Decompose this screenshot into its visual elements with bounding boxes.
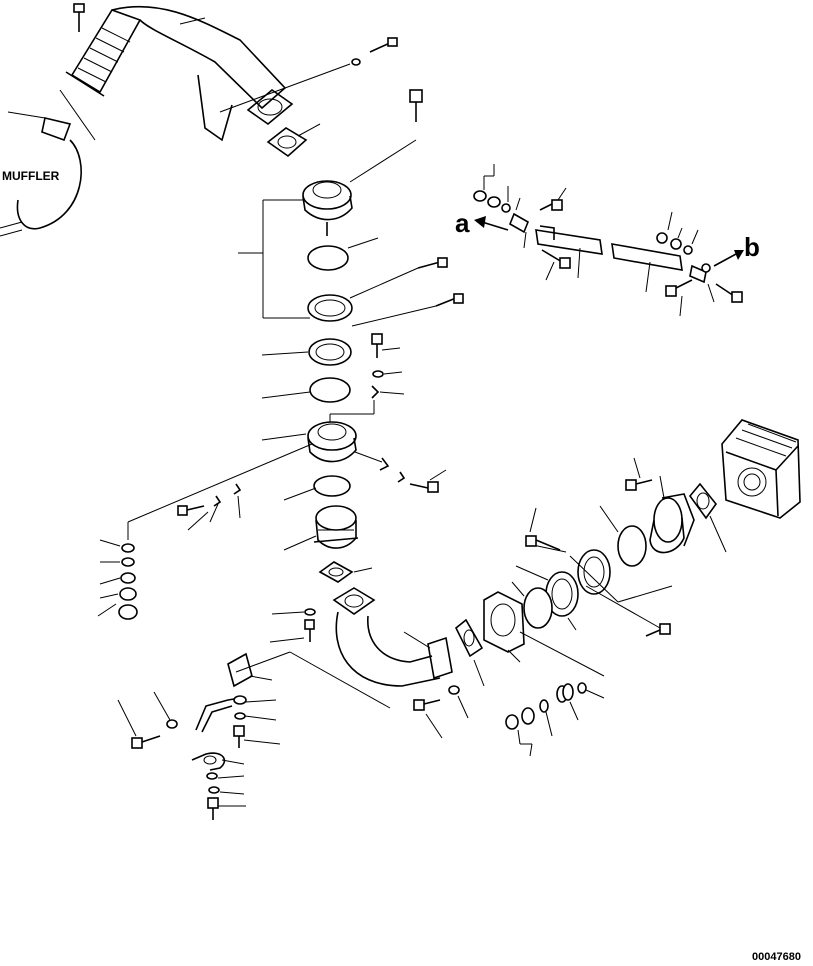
bolt-icon	[585, 585, 671, 637]
washer-icon	[166, 719, 178, 729]
washer-icon	[521, 707, 535, 725]
bolt-icon	[219, 37, 398, 113]
gasket-icon	[318, 561, 373, 583]
seal-ring	[309, 377, 351, 403]
upper-exhaust-pipe	[65, 5, 294, 142]
washer-icon	[539, 699, 549, 713]
bolt-icon	[349, 257, 448, 299]
bolt-icon	[665, 279, 693, 317]
bolt-icon	[541, 249, 571, 281]
arrow-a-indicator	[474, 216, 509, 231]
seal-ring	[307, 245, 349, 271]
washer-stack	[473, 164, 521, 213]
bolt-icon	[177, 505, 205, 516]
arrow-a-label: a	[455, 208, 470, 238]
pipe-icon	[332, 587, 453, 687]
bolt-icon	[413, 699, 443, 739]
bolt-icon	[707, 283, 743, 303]
arrow-b-label: b	[744, 232, 760, 262]
bolt-icon	[351, 293, 464, 327]
washer-icon	[372, 370, 384, 378]
rod-assembly	[508, 212, 711, 293]
bellows-icon	[556, 683, 579, 721]
washer-stack	[656, 211, 699, 255]
flange-icon	[246, 88, 294, 126]
gasket-icon	[308, 338, 352, 366]
bolt-icon	[117, 699, 161, 749]
seal-ring	[523, 587, 553, 629]
seal-ring	[617, 525, 647, 567]
seal-ring	[313, 475, 351, 497]
slip-joint-upper	[302, 180, 353, 236]
turbocharger-icon	[721, 419, 801, 519]
bellows-icon	[65, 9, 142, 97]
bracket-assembly	[195, 651, 391, 748]
drawing-number: 00047680	[752, 951, 801, 963]
washer-stack	[97, 539, 138, 620]
clamp-icon	[191, 752, 246, 820]
slip-joint-lower	[307, 421, 357, 463]
clamp-icon	[307, 294, 353, 322]
bolt-icon	[625, 457, 653, 491]
bolt-icon	[73, 3, 85, 32]
gasket-icon	[266, 123, 321, 158]
muffler-label: MUFFLER	[2, 169, 60, 183]
bolt-icon	[525, 507, 561, 551]
muffler-outline	[0, 89, 96, 237]
adapter-flange	[313, 505, 359, 549]
washer-icon	[505, 714, 519, 730]
slip-joint-right	[483, 591, 525, 663]
bolt-icon	[371, 333, 401, 358]
bolt-icon	[409, 469, 447, 493]
washer-icon	[448, 685, 460, 695]
clip-icon	[371, 385, 380, 399]
arrow-b-indicator	[713, 250, 744, 267]
gasket-icon	[454, 618, 485, 687]
clamp-icon	[569, 549, 619, 603]
bolt-icon	[269, 608, 316, 643]
bolt-icon	[349, 89, 423, 183]
adapter-flange	[649, 493, 695, 554]
bolt-icon	[539, 187, 567, 211]
gasket-icon	[688, 482, 727, 553]
washer-icon	[577, 682, 587, 694]
